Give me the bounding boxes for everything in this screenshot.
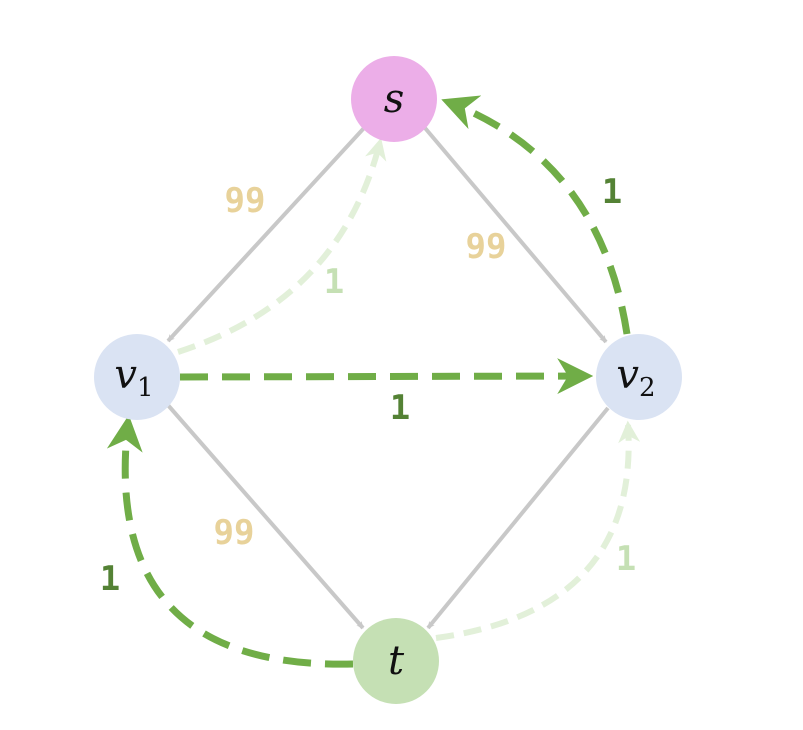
residual-edge-v1-s — [177, 137, 387, 355]
node-t-label: t — [388, 638, 405, 684]
node-v2-label: v2 — [616, 352, 655, 403]
node-t: t — [353, 618, 439, 704]
node-v1-label: v1 — [114, 352, 153, 403]
node-s-circle — [351, 56, 437, 142]
node-s-label: s — [384, 76, 405, 122]
weight-v2-s: 1 — [602, 172, 622, 212]
weight-t-v1: 1 — [100, 559, 120, 599]
weight-v1-v2: 1 — [390, 388, 410, 428]
edge-v1-t — [165, 402, 365, 630]
edge-s-v2 — [423, 126, 608, 344]
residual-edge-t-v2 — [435, 420, 641, 641]
edge-v2-t — [426, 406, 610, 630]
flow-edge-v1-v2 — [179, 358, 594, 395]
flow-edge-t-v1 — [106, 414, 354, 668]
weight-v1-s: 1 — [324, 262, 344, 302]
node-v2-circle — [596, 334, 682, 420]
node-t-circle — [353, 618, 439, 704]
node-v1-circle — [94, 334, 180, 420]
edge-s-v1 — [166, 126, 366, 343]
node-v2: v2 — [596, 334, 682, 420]
weight-s-v1: 99 — [225, 181, 266, 221]
weight-v1-t: 99 — [214, 513, 255, 553]
node-s: s — [351, 56, 437, 142]
weight-s-v2: 99 — [466, 227, 507, 267]
weight-t-v2: 1 — [616, 539, 636, 579]
flow-edge-v2-s — [441, 95, 631, 335]
node-v1: v1 — [94, 334, 180, 420]
